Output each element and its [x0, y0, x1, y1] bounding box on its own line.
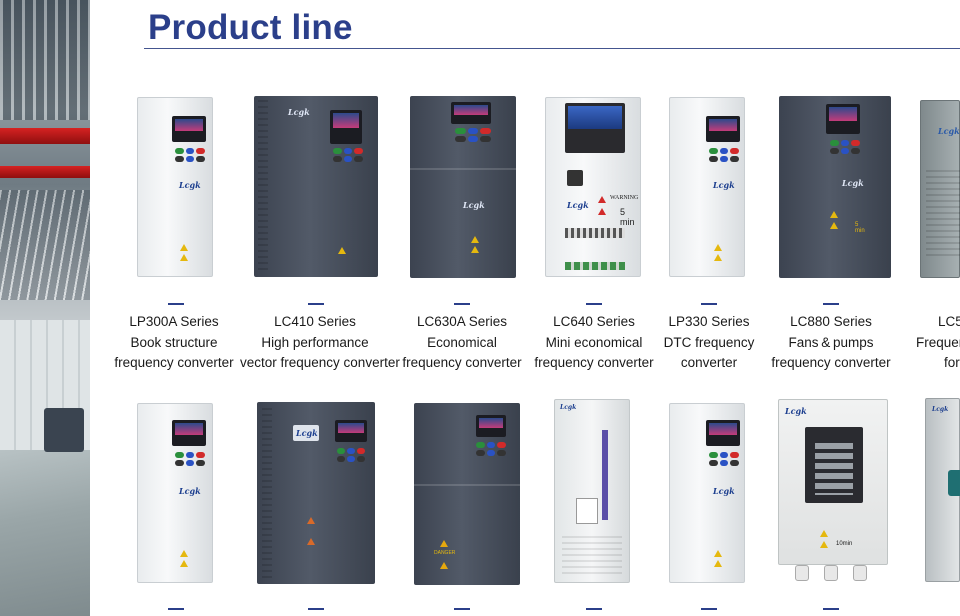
brand-logo: Lcgk: [938, 126, 960, 136]
caption-dash: [308, 608, 324, 610]
factory-photo: [0, 0, 90, 616]
brand-logo: Lcgk: [288, 107, 310, 117]
caption-lc5: LC5Frequenfor: [916, 314, 960, 370]
caption-dash: [823, 608, 839, 610]
caption-dash: [586, 608, 602, 610]
caption-dash: [701, 303, 717, 305]
caption-dash: [823, 303, 839, 305]
wait-time-label: 10min: [836, 541, 853, 547]
brand-logo: Lcgk: [567, 200, 589, 210]
wait-time-label: 5 min: [855, 222, 865, 234]
brand-logo: Lcgk: [842, 178, 864, 188]
title-divider: [144, 48, 960, 49]
danger-label: DANGER: [434, 550, 456, 556]
caption-dash: [586, 303, 602, 305]
caption-dash: [168, 608, 184, 610]
page-title: Product line: [148, 8, 353, 47]
caption-dash: [454, 303, 470, 305]
caption-dash: [168, 303, 184, 305]
brand-logo: Lcgk: [932, 406, 949, 413]
warning-label: WARNING: [610, 195, 639, 201]
brand-logo: Lcgk: [785, 406, 807, 416]
brand-logo: Lcgk: [713, 486, 735, 496]
caption-dash: [308, 303, 324, 305]
brand-logo: Lcgk: [179, 180, 201, 190]
brand-logo: Lcgk: [713, 180, 735, 190]
wait-time-label: 5 min: [620, 207, 635, 227]
caption-dash: [701, 608, 717, 610]
brand-logo: Lcgk: [179, 486, 201, 496]
brand-logo: Lcgk: [296, 428, 318, 438]
brand-logo: Lcgk: [560, 404, 577, 411]
caption-dash: [454, 608, 470, 610]
brand-logo: Lcgk: [463, 200, 485, 210]
